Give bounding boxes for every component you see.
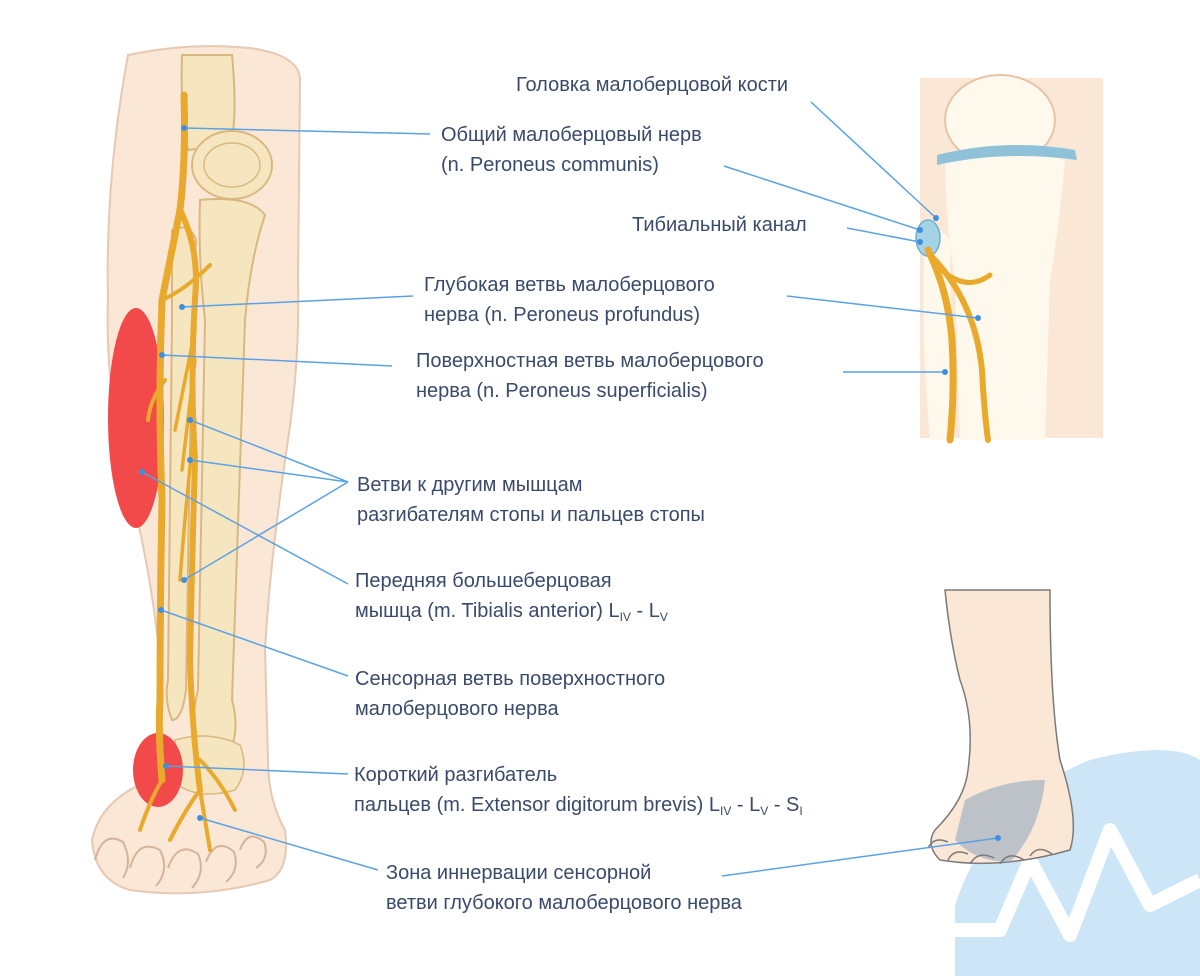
leader-other-muscles-3 xyxy=(183,481,349,581)
leader-innervation-zone xyxy=(199,817,379,871)
label-innervation-zone: Зона иннервации сенсорной ветви глубоког… xyxy=(386,862,742,914)
leg-main xyxy=(90,45,302,895)
leader-deep-branch-inset xyxy=(786,295,979,319)
leader-tibial-canal xyxy=(846,227,921,243)
leader-common-peroneal-inset xyxy=(723,165,921,231)
leader-innervation-zone-inset xyxy=(721,837,999,877)
joint-meniscus xyxy=(937,145,1077,165)
leader-tibialis-anterior xyxy=(141,471,349,585)
toes xyxy=(94,835,267,889)
label-superficial-branch: Поверхностная ветвь малоберцового нерва … xyxy=(416,350,764,402)
leader-superficial-branch xyxy=(161,354,393,367)
inset-nerves xyxy=(924,246,993,444)
leader-fibula-head xyxy=(810,101,937,219)
leader-deep-branch xyxy=(181,295,414,308)
leader-other-muscles-1 xyxy=(189,419,349,483)
leader-sensory-branch xyxy=(160,609,349,677)
label-sensory-branch: Сенсорная ветвь поверхностного малоберцо… xyxy=(355,668,666,720)
foot-toes xyxy=(927,839,1053,865)
tibialis-anterior-highlight xyxy=(108,308,164,528)
knee-inset xyxy=(915,74,1103,444)
peroneal-nerves xyxy=(138,91,237,852)
label-common-peroneal-nerve: Общий малоберцовый нерв (n. Peroneus com… xyxy=(441,124,702,176)
label-extensor-digitorum-brevis: Короткий разгибатель пальцев (m. Extenso… xyxy=(354,764,803,818)
leader-lines xyxy=(141,101,999,877)
leader-other-muscles-2 xyxy=(189,459,349,483)
label-other-muscle-branches: Ветви к другим мышцам разгибателям стопы… xyxy=(357,474,705,526)
label-tibial-canal: Тибиальный канал xyxy=(632,214,807,236)
leader-extensor-brevis xyxy=(165,765,349,775)
label-fibula-head: Головка малоберцовой кости xyxy=(516,74,789,96)
tibia-bone xyxy=(192,198,267,754)
leader-common-peroneal xyxy=(183,127,431,135)
label-tibialis-anterior: Передняя большеберцовая мышца (m. Tibial… xyxy=(355,570,668,624)
label-deep-branch: Глубокая ветвь малоберцового нерва (n. P… xyxy=(424,274,715,326)
foot-inset xyxy=(927,589,1075,865)
anchor-dots xyxy=(139,125,1001,841)
